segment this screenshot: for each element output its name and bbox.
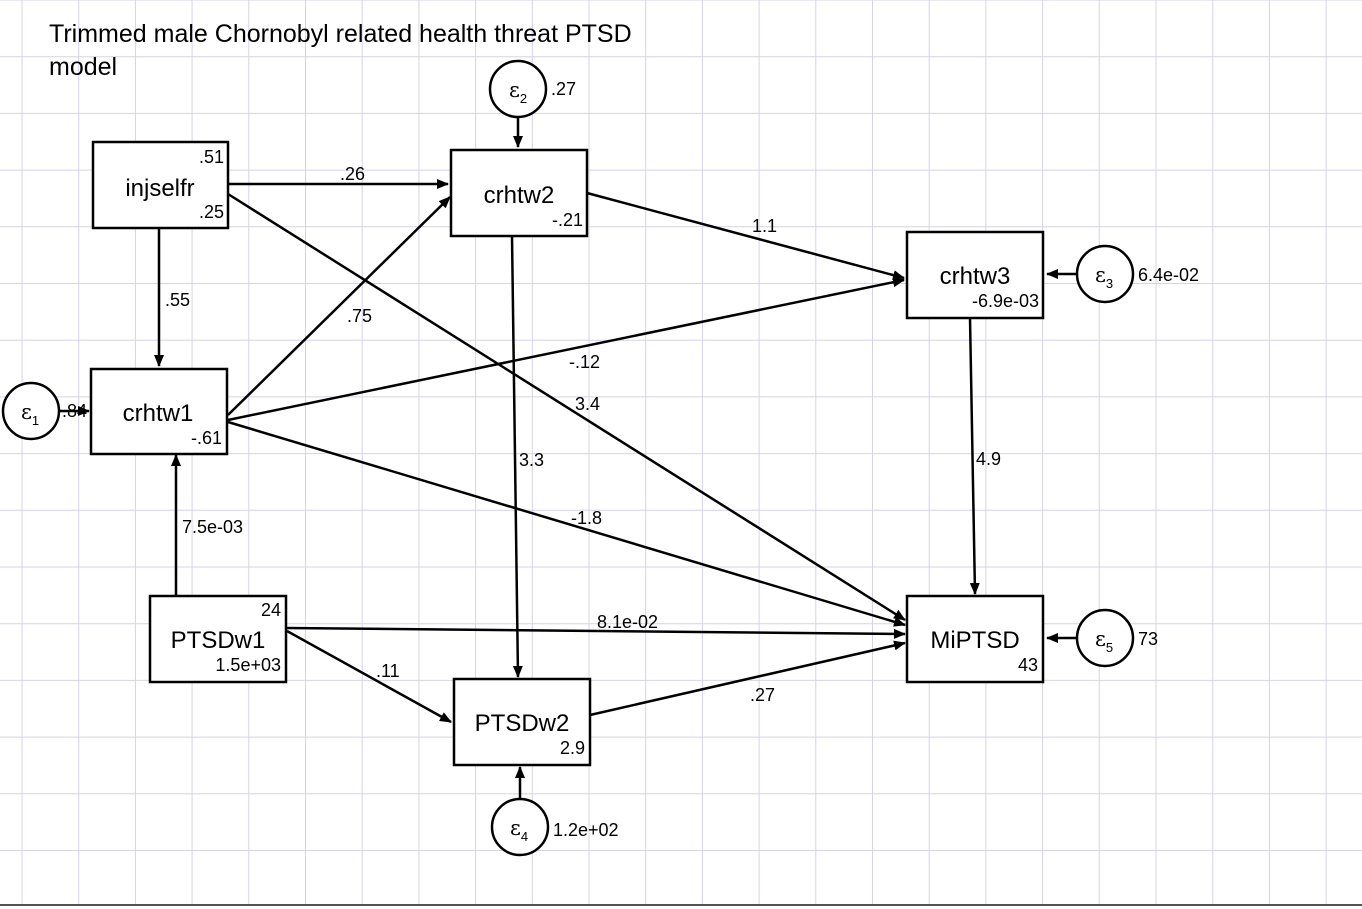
error-e2-symbol: ε2 [509,78,527,106]
node-crhtw2-intercept: -.21 [552,210,583,230]
coef-crhtw1-crhtw2: .75 [347,306,372,326]
node-crhtw3-intercept: -6.9e-03 [972,291,1039,311]
path-ptsdw2-miptsd [589,640,906,717]
path-crhtw2-crhtw3 [586,191,905,280]
error-e3: ε3 6.4e-02 [1075,244,1199,304]
node-miptsd: MiPTSD 43 [905,594,1045,684]
node-injselfr-variance: .25 [199,202,224,222]
node-crhtw2-label: crhtw2 [484,182,555,209]
error-e4-variance: 1.2e+02 [553,820,619,840]
coef-crhtw2-crhtw3: 1.1 [752,216,777,236]
error-e1-variance: .84 [62,401,87,421]
node-injselfr-intercept: .51 [199,147,224,167]
path-crhtw1-miptsd [227,420,906,627]
node-ptsdw1-label: PTSDw1 [171,627,266,654]
node-crhtw1: crhtw1 -.61 [89,367,229,456]
path-ptsdw1-ptsdw2 [286,629,452,724]
error-e5: ε5 73 [1075,608,1158,668]
coef-ptsdw1-ptsdw2: .11 [376,661,400,681]
node-miptsd-label: MiPTSD [930,627,1019,654]
coef-ptsdw1-miptsd: 8.1e-02 [597,612,658,632]
error-e3-variance: 6.4e-02 [1138,265,1199,285]
path-ptsdw1-miptsd [286,626,906,639]
path-injselfr-miptsd [227,192,906,622]
node-injselfr-label: injselfr [125,175,194,202]
path-crhtw2-ptsdw2 [510,235,523,678]
path-crhtw1-crhtw3 [227,277,905,422]
node-miptsd-intercept: 43 [1018,655,1038,675]
node-ptsdw2-intercept: 2.9 [560,738,585,758]
path-crhtw3-miptsd [968,317,980,595]
coef-injselfr-crhtw2: .26 [340,164,365,184]
diagram-title-line2: model [49,53,117,81]
error-e4: ε4 1.2e+02 [490,797,619,857]
node-injselfr: injselfr .51 .25 [91,140,230,230]
node-ptsdw1-variance: 1.5e+03 [215,655,281,675]
node-ptsdw2-label: PTSDw2 [475,710,570,737]
coef-injselfr-crhtw1: .55 [165,290,190,310]
coef-crhtw3-miptsd: 4.9 [976,449,1001,469]
coef-crhtw2-ptsdw2: 3.3 [519,450,544,470]
error-e3-symbol: ε3 [1095,263,1113,291]
path-crhtw1-crhtw2 [227,196,451,416]
error-e1: .84 ε1 [1,381,87,441]
node-crhtw3-label: crhtw3 [940,263,1011,290]
coef-crhtw1-crhtw3: -.12 [569,352,600,372]
error-e2: ε2 .27 [488,59,576,119]
error-e1-symbol: ε1 [21,400,39,428]
error-e4-symbol: ε4 [510,816,528,844]
diagram-title-line1: Trimmed male Chornobyl related health th… [49,20,632,48]
coef-crhtw1-miptsd: -1.8 [571,508,602,528]
node-crhtw1-label: crhtw1 [123,400,194,427]
node-ptsdw1: PTSDw1 24 1.5e+03 [148,594,288,684]
coef-injselfr-miptsd: 3.4 [575,394,600,414]
node-ptsdw2: PTSDw2 2.9 [452,677,592,767]
node-crhtw3: crhtw3 -6.9e-03 [905,230,1045,320]
coef-ptsdw2-miptsd: .27 [750,685,775,705]
node-crhtw1-intercept: -.61 [191,428,222,448]
error-e2-variance: .27 [551,79,576,99]
node-crhtw2: crhtw2 -.21 [449,148,589,238]
coef-ptsdw1-crhtw1: 7.5e-03 [182,517,243,537]
error-e5-symbol: ε5 [1095,627,1113,655]
error-e5-variance: 73 [1138,629,1158,649]
node-ptsdw1-intercept: 24 [261,600,281,620]
